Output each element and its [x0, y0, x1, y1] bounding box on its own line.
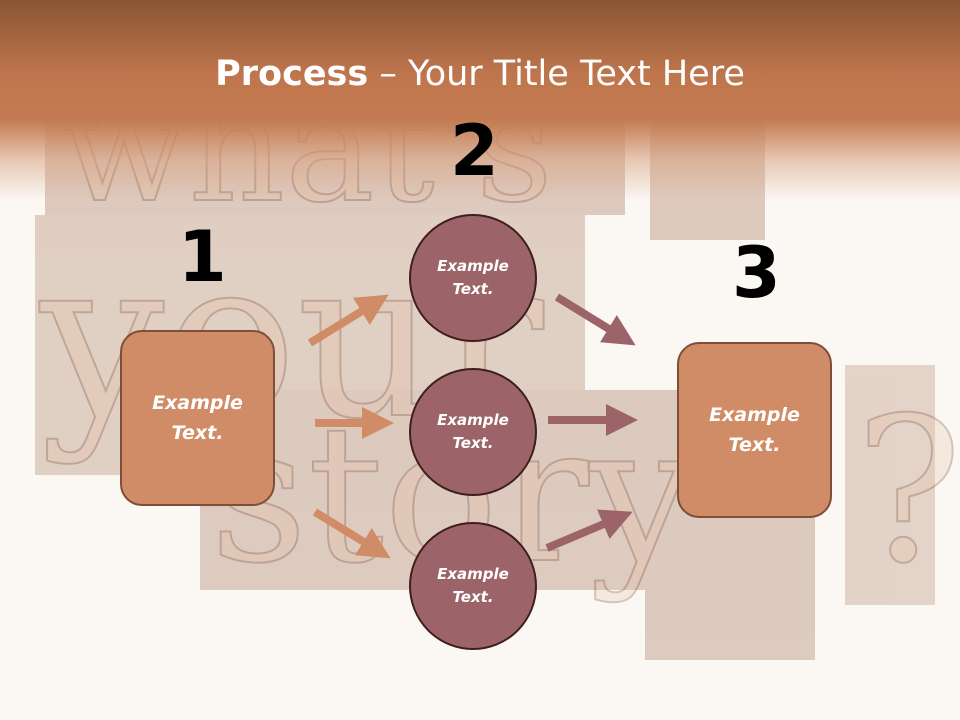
circle-middle-line2: Text. — [452, 434, 494, 452]
step-1-box-line2: Text. — [171, 422, 224, 444]
title-rest: – Your Title Text Here — [368, 54, 745, 94]
circle-bottom-line1: Example — [437, 565, 509, 583]
header-band — [0, 0, 960, 200]
step-2-circle-top: Example Text. — [409, 214, 537, 342]
arrow-1-to-bottom — [312, 508, 391, 559]
circle-bottom-line2: Text. — [452, 588, 494, 606]
arrow-bottom-to-3 — [545, 509, 633, 552]
step-number-1: 1 — [178, 216, 227, 298]
step-number-2: 2 — [450, 110, 499, 192]
step-2-circle-bottom: Example Text. — [409, 522, 537, 650]
step-3-box-line2: Text. — [728, 434, 781, 456]
title-bold: Process — [215, 54, 369, 94]
step-1-box: Example Text. — [120, 330, 275, 506]
arrow-1-to-top — [307, 294, 389, 347]
circle-top-line1: Example — [437, 257, 509, 275]
step-3-box: Example Text. — [677, 342, 832, 518]
step-2-circle-middle: Example Text. — [409, 368, 537, 496]
step-number-3: 3 — [732, 232, 781, 314]
step-1-box-line1: Example — [152, 392, 243, 414]
step-3-box-line1: Example — [709, 404, 800, 426]
circle-top-line2: Text. — [452, 280, 494, 298]
circle-middle-line1: Example — [437, 411, 509, 429]
slide-title: Process – Your Title Text Here — [0, 52, 960, 96]
arrow-top-to-3 — [554, 293, 636, 346]
svg-text:?: ? — [855, 375, 960, 608]
